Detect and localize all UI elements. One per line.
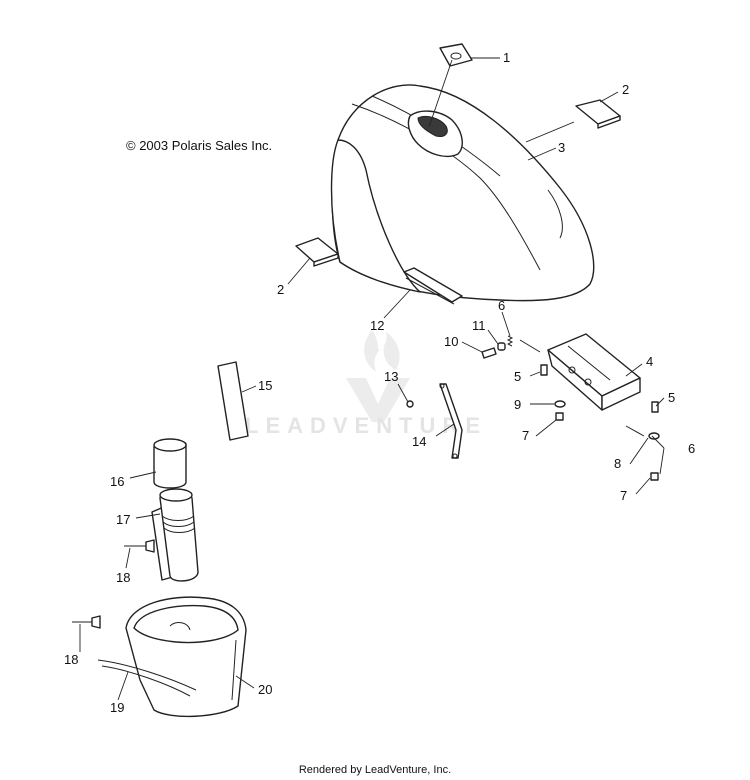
cup-part [153, 438, 187, 489]
callout-2-left: 2 [277, 282, 284, 297]
panel-plate-part [217, 361, 249, 441]
spring-part [506, 335, 514, 347]
callout-12: 12 [370, 318, 384, 333]
callout-9: 9 [514, 397, 521, 412]
callout-18-lower: 18 [64, 652, 78, 667]
callout-15: 15 [258, 378, 272, 393]
callout-18-upper: 18 [116, 570, 130, 585]
emblem-part [428, 43, 473, 128]
hood-strip-part [403, 267, 463, 305]
pin-part [540, 364, 548, 376]
callout-4: 4 [646, 354, 653, 369]
callout-8: 8 [614, 456, 621, 471]
copyright-text: © 2003 Polaris Sales Inc. [126, 138, 272, 153]
hinge-rod-part [625, 425, 645, 437]
strap-part [97, 659, 197, 697]
bottle-holder-part [151, 488, 199, 582]
callout-14: 14 [412, 434, 426, 449]
pin-part [651, 401, 659, 413]
hood-bumper-part [575, 99, 621, 129]
rivet-part [72, 615, 101, 629]
leadventure-watermark-logo [346, 330, 410, 422]
callout-6-right: 6 [688, 441, 695, 456]
callout-17: 17 [116, 512, 130, 527]
callout-11: 11 [472, 318, 486, 333]
watermark-text: LEADVENTURE [245, 413, 487, 438]
grommet-part [497, 342, 506, 351]
washer-part [648, 432, 660, 440]
bolt-part [481, 347, 497, 359]
hood-part [330, 84, 595, 302]
storage-bin-part [125, 596, 247, 718]
hood-bumper-part [295, 237, 339, 267]
callout-19: 19 [110, 700, 124, 715]
leader-lines [79, 57, 665, 701]
callout-5-left: 5 [514, 369, 521, 384]
mounting-bracket-part [547, 333, 641, 411]
callout-13: 13 [384, 369, 398, 384]
callout-20: 20 [258, 682, 272, 697]
callout-16: 16 [110, 474, 124, 489]
callout-7-right: 7 [620, 488, 627, 503]
callout-5-right: 5 [668, 390, 675, 405]
callout-3: 3 [558, 140, 565, 155]
footer-credit: Rendered by LeadVenture, Inc. [299, 764, 451, 776]
nut-part [650, 472, 659, 481]
hinge-rod-part [519, 339, 541, 353]
callout-7-left: 7 [522, 428, 529, 443]
washer-part [554, 400, 566, 408]
support-rod-part [406, 383, 463, 459]
rivet-part [124, 539, 155, 553]
callout-6-top: 6 [498, 298, 505, 313]
callout-10: 10 [444, 334, 458, 349]
nut-part [555, 412, 564, 421]
callout-1: 1 [503, 50, 510, 65]
callout-2-top: 2 [622, 82, 629, 97]
